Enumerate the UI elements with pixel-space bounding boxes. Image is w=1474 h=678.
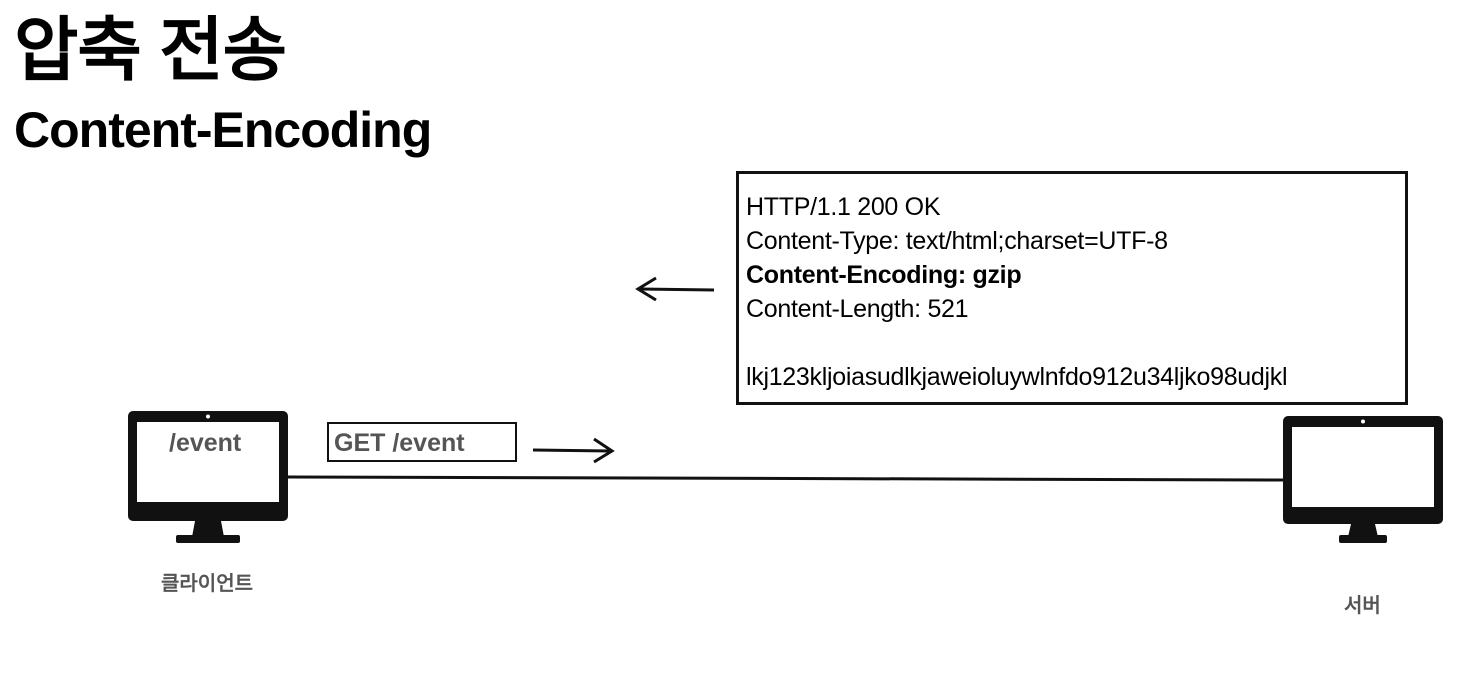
client-screen-url: /event (169, 429, 242, 457)
response-header-content-type: Content-Type: text/html;charset=UTF-8 (746, 227, 1168, 255)
response-header-content-encoding: Content-Encoding: gzip (746, 261, 1022, 289)
client-label: 클라이언트 (161, 573, 253, 595)
server-computer (1283, 416, 1443, 546)
http-response-message: HTTP/1.1 200 OK Content-Type: text/html;… (736, 171, 1408, 405)
monitor-icon (128, 411, 288, 543)
client-computer: /event (128, 411, 288, 551)
response-status-line: HTTP/1.1 200 OK (746, 193, 941, 221)
http-request-message: GET /event (327, 422, 517, 462)
response-header-content-length: Content-Length: 521 (746, 295, 969, 323)
response-arrow-icon (635, 276, 715, 302)
page-subtitle: Content-Encoding (14, 102, 432, 158)
response-body: lkj123kljoiasudlkjaweioluywlnfdo912u34lj… (746, 363, 1288, 391)
request-arrow-icon (532, 437, 615, 464)
connection-line (287, 475, 1284, 482)
server-label: 서버 (1344, 595, 1381, 617)
monitor-icon (1283, 416, 1443, 543)
page-title: 압축 전송 (14, 11, 287, 89)
